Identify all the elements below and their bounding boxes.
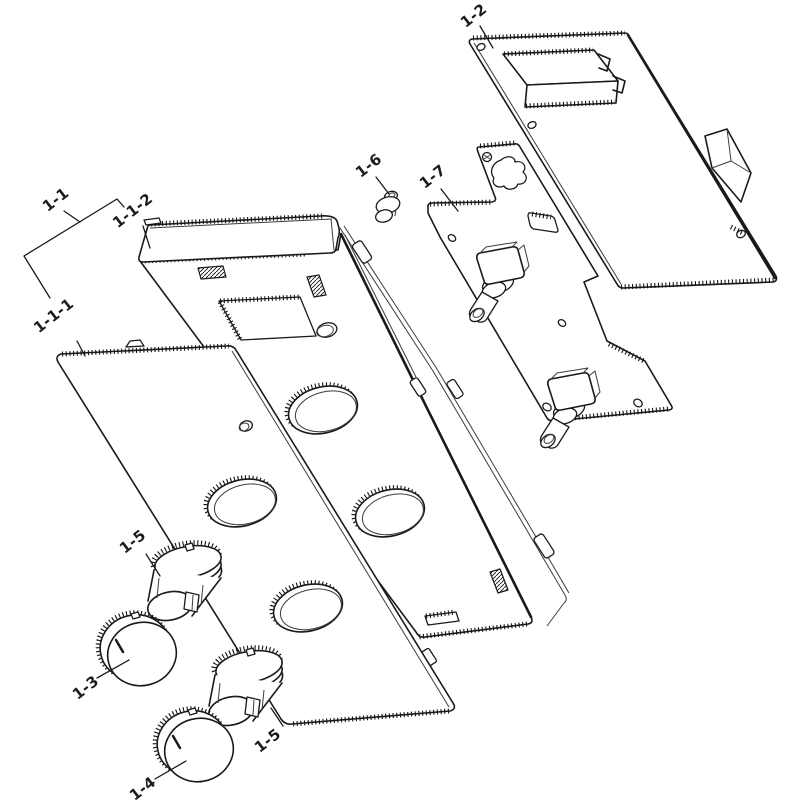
- leader-1-6: [375, 176, 390, 195]
- callout-1-5-upper: 1-5: [116, 526, 149, 558]
- front-panel-outline: [56, 345, 456, 725]
- leader-1-2: [479, 25, 494, 49]
- callout-1-6: 1-6: [352, 150, 385, 182]
- part-pcb-plate: [468, 30, 778, 290]
- bracket-cutout: [490, 156, 527, 190]
- bracket-outline: [427, 143, 673, 422]
- part-knob-adapter-upper: [145, 538, 224, 624]
- part-encoder-bracket: [427, 140, 673, 452]
- pcb-screw-hole: [527, 120, 537, 130]
- leader-1-1-2: [142, 225, 151, 249]
- callout-1-4: 1-4: [126, 773, 159, 800]
- pcb-relay-box: [502, 47, 626, 109]
- part-knob-adapter-lower: [206, 643, 285, 729]
- part-front-panel: [56, 339, 456, 727]
- callout-leaders: [23, 25, 494, 780]
- pcb-screw-hole: [476, 42, 486, 52]
- callout-1-5-lower: 1-5: [251, 725, 284, 757]
- part-top-cover: [138, 213, 341, 263]
- part-housing: [138, 213, 570, 667]
- display-cutout: [218, 296, 317, 341]
- leader-1-5-lower: [270, 707, 284, 727]
- leader-1-3: [96, 659, 130, 679]
- callout-1-1-1: 1-1-1: [30, 294, 77, 336]
- callout-1-7: 1-7: [416, 161, 449, 193]
- pcb-connector: [704, 128, 752, 203]
- part-nut: [374, 190, 401, 223]
- leader-1-4: [154, 760, 187, 780]
- callout-1-2: 1-2: [457, 0, 490, 31]
- leader-1-5-upper: [145, 553, 161, 577]
- leader-1-7: [440, 188, 459, 212]
- callout-1-1: 1-1: [39, 184, 72, 216]
- callout-1-3: 1-3: [69, 672, 102, 704]
- leader-1-1: [23, 198, 125, 357]
